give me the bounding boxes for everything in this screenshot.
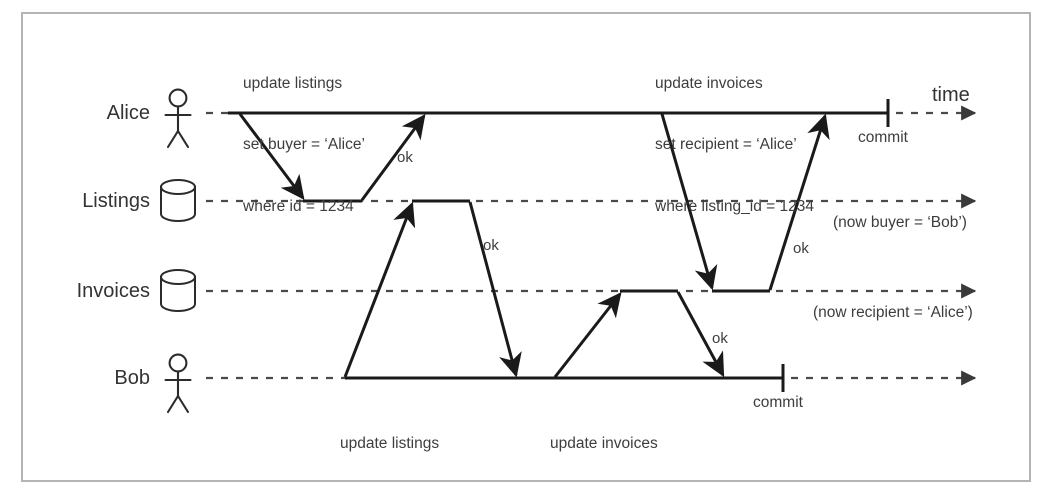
arrow-invoices-ok-to-bob	[676, 291, 725, 378]
participant-label-invoices: Invoices	[76, 280, 150, 302]
sql-block-bob-invoices: update invoices set recipient = ‘Bob’ wh…	[550, 393, 709, 492]
ack-label-invoices-to-bob: ok	[712, 330, 728, 347]
sql-line: update listings	[340, 434, 440, 452]
participant-label-alice: Alice	[106, 102, 150, 124]
ack-label-listings-to-bob: ok	[483, 237, 499, 254]
database-cylinder-icon-listings	[160, 179, 196, 222]
sql-line: set recipient = ‘Alice’	[655, 136, 797, 154]
sql-line: update invoices	[655, 74, 763, 92]
sql-line: update invoices	[550, 434, 658, 452]
time-axis-label: time	[932, 84, 970, 106]
arrow-alice-to-invoices	[660, 113, 718, 291]
arrow-bob-to-invoices	[553, 292, 622, 378]
note-invoices-final-state: (now recipient = ‘Alice’)	[813, 304, 973, 321]
sql-line: set buyer = ‘Alice’	[243, 136, 365, 154]
participant-label-bob: Bob	[114, 367, 150, 389]
ack-label-listings-to-alice: ok	[397, 149, 413, 166]
arrow-listings-ok-to-bob	[468, 201, 522, 378]
diagram-frame-border	[21, 12, 1031, 482]
participant-label-listings: Listings	[82, 190, 150, 212]
note-listings-final-state: (now buyer = ‘Bob’)	[833, 214, 967, 231]
actor-stick-figure-icon-alice	[164, 88, 192, 149]
arrow-listings-ok-to-alice	[360, 114, 426, 201]
commit-label-bob: commit	[753, 394, 803, 411]
sql-block-alice-invoices: update invoices set recipient = ‘Alice’ …	[655, 33, 814, 258]
arrow-invoices-ok-to-alice	[768, 113, 830, 291]
arrow-bob-to-listings	[343, 201, 416, 378]
ack-label-invoices-to-alice: ok	[793, 240, 809, 257]
sql-line: where id = 1234	[243, 197, 354, 215]
sql-block-bob-listings: update listings set buyer = ‘Bob’ where …	[340, 393, 456, 492]
sql-line: update listings	[243, 74, 343, 92]
actor-stick-figure-icon-bob	[164, 353, 192, 414]
arrow-alice-to-listings	[238, 113, 305, 200]
commit-label-alice: commit	[858, 129, 908, 146]
sql-line: where listing_id = 1234	[655, 197, 814, 215]
sql-block-alice-listings: update listings set buyer = ‘Alice’ wher…	[243, 33, 365, 258]
database-cylinder-icon-invoices	[160, 269, 196, 312]
